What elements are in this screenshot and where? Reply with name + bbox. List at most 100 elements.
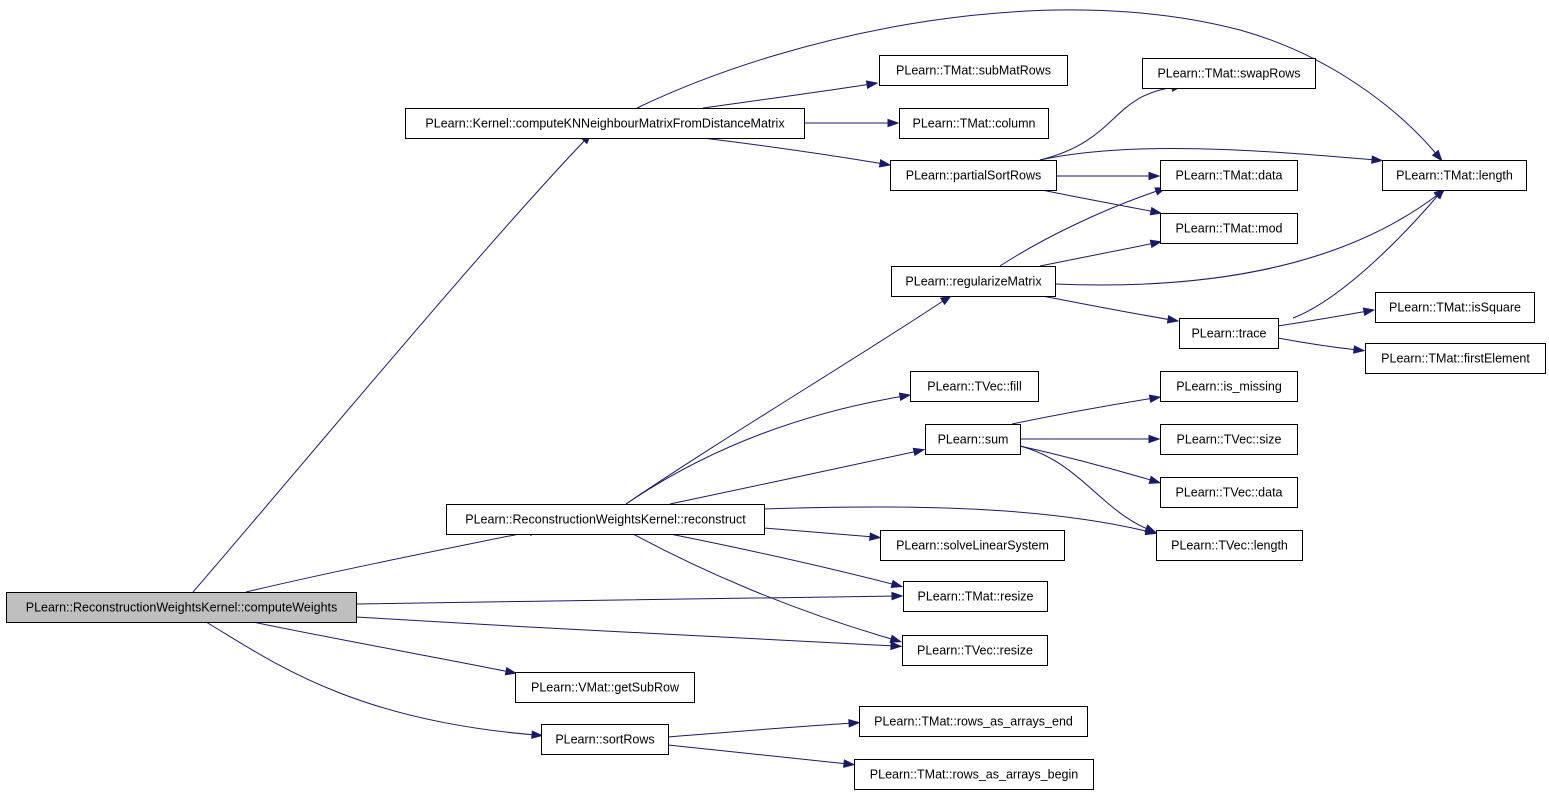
node-box bbox=[541, 724, 669, 755]
edge-computeKNN-to-tmatLength bbox=[636, 9, 1443, 162]
node-box bbox=[903, 581, 1048, 612]
arrowhead-icon bbox=[1148, 394, 1162, 403]
edge-line bbox=[1039, 147, 1377, 161]
edge-line bbox=[625, 298, 947, 505]
node-label: PLearn::partialSortRows bbox=[906, 169, 1041, 183]
function-node-tvecSize[interactable]: PLearn::TVec::size bbox=[1160, 424, 1298, 455]
node-label: PLearn::TVec::fill bbox=[927, 380, 1022, 394]
node-box bbox=[859, 706, 1088, 737]
edge-line bbox=[632, 533, 896, 641]
node-box bbox=[902, 635, 1048, 666]
node-label: PLearn::VMat::getSubRow bbox=[531, 681, 680, 695]
edge-sum-to-tvecSize bbox=[1020, 434, 1161, 444]
edge-line bbox=[1054, 192, 1441, 286]
arrowhead-icon bbox=[878, 159, 892, 168]
function-node-isMissing[interactable]: PLearn::is_missing bbox=[1160, 371, 1298, 402]
edge-trace-to-tmatFirstElement bbox=[1277, 337, 1366, 354]
edge-line bbox=[763, 506, 1151, 533]
node-box bbox=[854, 759, 1094, 790]
node-box bbox=[925, 424, 1021, 455]
function-node-sortRows[interactable]: PLearn::sortRows bbox=[541, 724, 669, 755]
function-node-rowsBegin[interactable]: PLearn::TMat::rows_as_arrays_begin bbox=[854, 759, 1094, 790]
function-node-solveLinearSystem[interactable]: PLearn::solveLinearSystem bbox=[880, 530, 1065, 561]
node-label: PLearn::TVec::resize bbox=[917, 644, 1033, 658]
edge-line bbox=[667, 744, 849, 765]
function-node-tmatSubMatRows[interactable]: PLearn::TMat::subMatRows bbox=[879, 55, 1068, 86]
arrowhead-icon bbox=[1148, 171, 1161, 181]
arrowhead-icon bbox=[898, 392, 912, 402]
edge-partialSortRows-to-tmatMod bbox=[1041, 189, 1163, 216]
node-box bbox=[405, 108, 805, 139]
edge-computeWeights-to-tvecResize bbox=[355, 616, 903, 651]
node-box bbox=[879, 55, 1068, 86]
node-box bbox=[899, 108, 1049, 139]
root-function-node: PLearn::ReconstructionWeightsKernel::com… bbox=[6, 592, 357, 623]
node-label: PLearn::TMat::rows_as_arrays_begin bbox=[870, 768, 1078, 782]
arrowhead-icon bbox=[1431, 149, 1443, 162]
edge-line bbox=[702, 83, 872, 109]
arrowhead-icon bbox=[1148, 475, 1162, 484]
arrowhead-icon bbox=[1362, 307, 1376, 317]
function-node-tmatIsSquare[interactable]: PLearn::TMat::isSquare bbox=[1375, 292, 1535, 323]
function-node-trace[interactable]: PLearn::trace bbox=[1179, 318, 1279, 349]
arrowhead-icon bbox=[891, 591, 904, 601]
node-label: PLearn::TMat::mod bbox=[1176, 222, 1283, 236]
function-node-reconstruct[interactable]: PLearn::ReconstructionWeightsKernel::rec… bbox=[446, 504, 765, 535]
arrowhead-icon bbox=[912, 447, 926, 457]
edge-line bbox=[999, 189, 1161, 267]
arrowhead-icon bbox=[889, 634, 903, 643]
function-node-partialSortRows[interactable]: PLearn::partialSortRows bbox=[890, 160, 1057, 191]
call-nodes: PLearn::ReconstructionWeightsKernel::com… bbox=[6, 55, 1546, 790]
node-label: PLearn::TVec::size bbox=[1177, 433, 1282, 447]
edge-line bbox=[702, 137, 885, 165]
function-node-sum[interactable]: PLearn::sum bbox=[925, 424, 1021, 455]
function-node-tvecData[interactable]: PLearn::TVec::data bbox=[1160, 477, 1298, 508]
function-node-tmatColumn[interactable]: PLearn::TMat::column bbox=[899, 108, 1049, 139]
arrowhead-icon bbox=[869, 532, 882, 541]
node-box bbox=[1142, 58, 1316, 89]
node-box bbox=[1179, 318, 1279, 349]
function-node-tmatData[interactable]: PLearn::TMat::data bbox=[1160, 160, 1298, 191]
edge-sum-to-tvecLength bbox=[1019, 445, 1157, 533]
node-box bbox=[890, 160, 1057, 191]
node-box bbox=[1160, 477, 1298, 508]
edge-regularizeMatrix-to-tmatMod bbox=[1039, 239, 1163, 267]
edge-reconstruct-to-sum bbox=[669, 447, 926, 505]
node-label: PLearn::is_missing bbox=[1176, 380, 1282, 394]
function-node-tmatResize[interactable]: PLearn::TMat::resize bbox=[903, 581, 1048, 612]
node-label: PLearn::solveLinearSystem bbox=[896, 539, 1049, 553]
function-node-tmatLength[interactable]: PLearn::TMat::length bbox=[1382, 160, 1527, 191]
arrowhead-icon bbox=[843, 759, 856, 768]
node-label: PLearn::TMat::data bbox=[1175, 169, 1282, 183]
node-box bbox=[1160, 424, 1298, 455]
edge-reconstruct-to-tmatResize bbox=[669, 533, 904, 589]
node-label: PLearn::Kernel::computeKNNeighbourMatrix… bbox=[425, 117, 785, 131]
function-node-regularizeMatrix[interactable]: PLearn::regularizeMatrix bbox=[891, 266, 1056, 297]
function-node-tvecLength[interactable]: PLearn::TVec::length bbox=[1156, 530, 1303, 561]
node-label: PLearn::TMat::length bbox=[1396, 169, 1513, 183]
node-box bbox=[1156, 530, 1303, 561]
function-node-tmatSwapRows[interactable]: PLearn::TMat::swapRows bbox=[1142, 58, 1316, 89]
edge-line bbox=[1277, 310, 1369, 327]
arrowhead-icon bbox=[531, 730, 544, 739]
function-node-rowsEnd[interactable]: PLearn::TMat::rows_as_arrays_end bbox=[859, 706, 1088, 737]
function-node-tvecResize[interactable]: PLearn::TVec::resize bbox=[902, 635, 1048, 666]
edge-line bbox=[669, 533, 897, 586]
edge-line bbox=[205, 621, 537, 736]
edge-line bbox=[192, 137, 588, 593]
node-label: PLearn::TMat::firstElement bbox=[1381, 352, 1530, 366]
function-node-tmatFirstElement[interactable]: PLearn::TMat::firstElement bbox=[1365, 343, 1546, 374]
edge-computeKNN-to-tmatSubMatRows bbox=[702, 80, 879, 109]
function-node-tvecFill[interactable]: PLearn::TVec::fill bbox=[910, 371, 1039, 402]
edge-trace-to-tmatIsSquare bbox=[1277, 307, 1376, 327]
arrowhead-icon bbox=[865, 80, 879, 89]
arrowhead-icon bbox=[1166, 315, 1180, 324]
edge-reconstruct-to-tvecResize bbox=[632, 533, 903, 643]
edge-computeWeights-to-tmatResize bbox=[355, 591, 904, 605]
function-node-vmatGetSubRow[interactable]: PLearn::VMat::getSubRow bbox=[515, 672, 695, 703]
node-box bbox=[446, 504, 765, 535]
node-box bbox=[880, 530, 1065, 561]
function-node-computeKNN[interactable]: PLearn::Kernel::computeKNNeighbourMatrix… bbox=[405, 108, 805, 139]
function-node-tmatMod[interactable]: PLearn::TMat::mod bbox=[1160, 213, 1298, 244]
node-box bbox=[1160, 160, 1298, 191]
